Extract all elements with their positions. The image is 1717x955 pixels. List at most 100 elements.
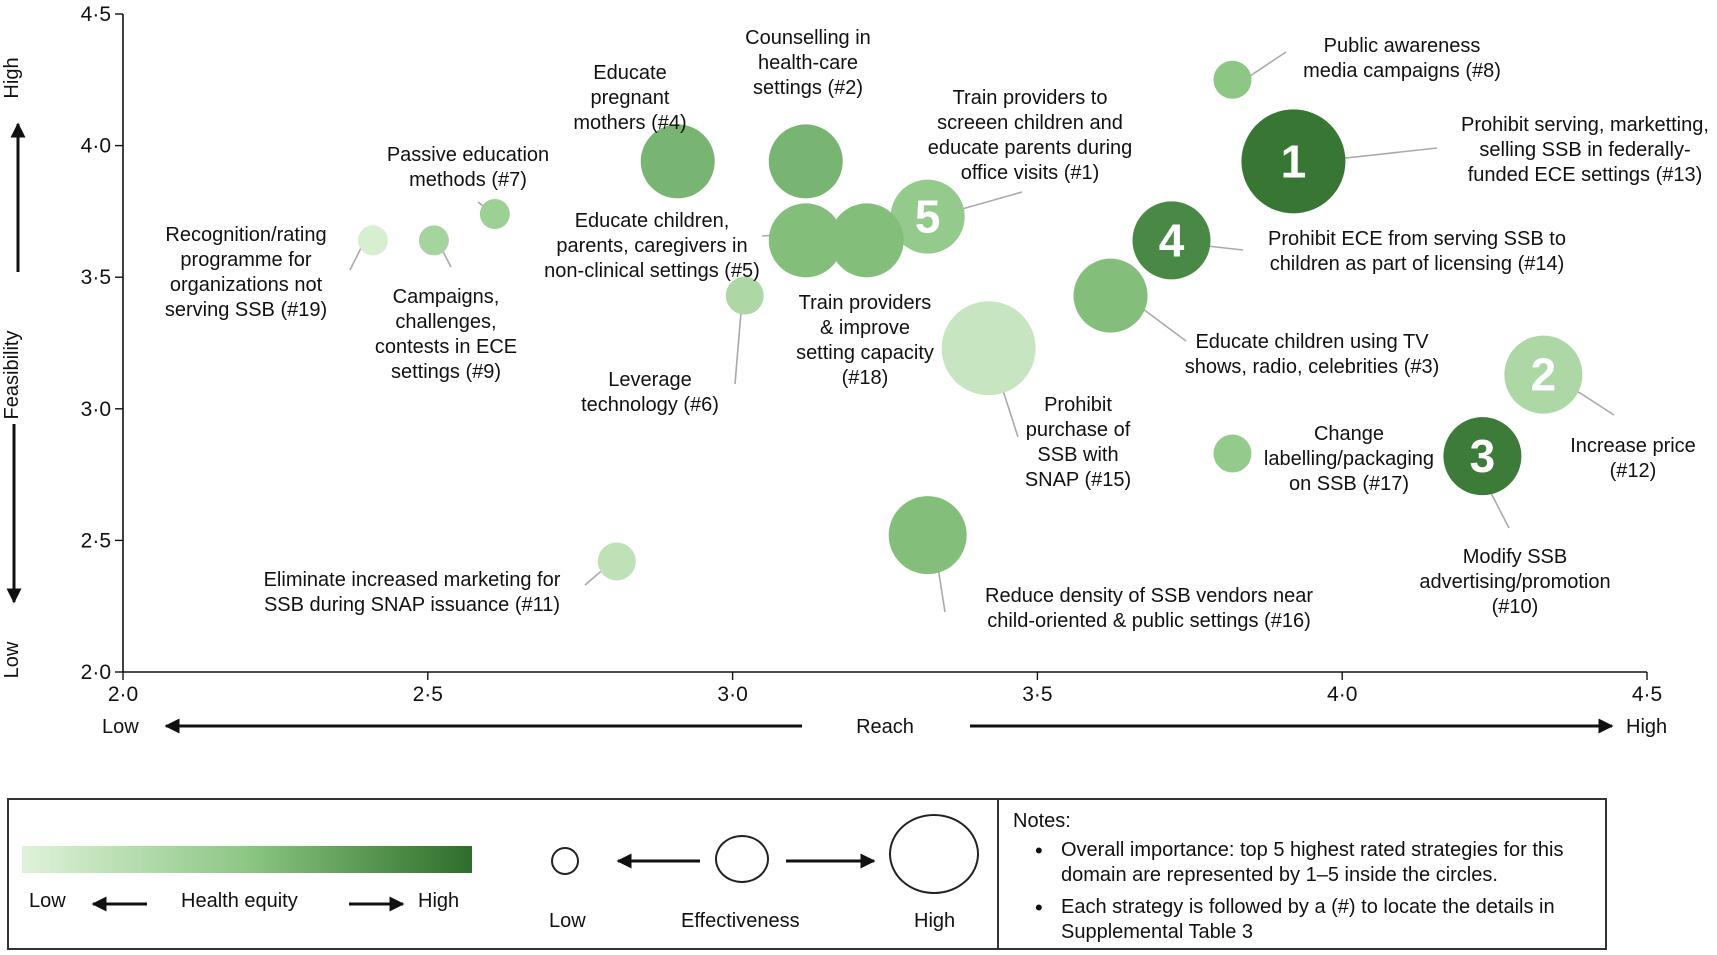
rank-number: 1	[1281, 135, 1307, 187]
point-label: Train providers to	[953, 87, 1108, 109]
point-label: labelling/packaging	[1264, 448, 1434, 470]
legend-box: Low Health equity High Low Effectiveness…	[7, 798, 1607, 950]
point-label: Train providers	[799, 292, 932, 314]
point-label: selling SSB in federally-	[1479, 139, 1690, 161]
point-label: settings (#9)	[391, 361, 501, 383]
bubble-strategy-4	[640, 124, 715, 199]
notes-title: Notes:	[1013, 810, 1071, 832]
y-tick-label: 4·5	[81, 3, 111, 26]
bubble-strategy-5	[768, 203, 843, 278]
effectiveness-mid-circle	[715, 835, 769, 883]
point-label: screeen children and	[937, 112, 1123, 134]
point-label: Educate children,	[575, 210, 730, 232]
bubble-strategy-17	[1213, 434, 1252, 473]
point-label: Reduce density of SSB vendors near	[985, 585, 1313, 607]
bubble-strategy-9	[418, 225, 449, 256]
x-tick-label: 3·5	[1022, 683, 1052, 706]
point-label: Change	[1314, 423, 1384, 445]
rank-number: 4	[1159, 214, 1185, 266]
point-label: Educate children using TV	[1195, 331, 1429, 353]
x-tick-label: 4·0	[1327, 683, 1357, 706]
point-label: settings (#2)	[753, 77, 863, 99]
point-label: child-oriented & public settings (#16)	[987, 610, 1311, 632]
bubble-strategy-6	[725, 276, 764, 315]
y-tick-label: 2·0	[81, 661, 111, 684]
bubble-strategy-15	[941, 301, 1036, 396]
point-label: serving SSB (#19)	[165, 299, 327, 321]
point-label: funded ECE settings (#13)	[1468, 164, 1703, 186]
point-label: mothers (#4)	[573, 112, 686, 134]
point-label: methods (#7)	[409, 169, 527, 191]
legend-divider	[997, 800, 999, 948]
bubble-strategy-1	[890, 179, 965, 254]
arrow-left-icon	[91, 896, 147, 912]
y-tick-label: 3·0	[81, 398, 111, 421]
point-label: Educate	[593, 62, 666, 84]
point-label: Public awareness	[1324, 35, 1481, 57]
point-label: programme for	[180, 249, 311, 271]
point-label: Counselling in	[745, 27, 871, 49]
point-label: advertising/promotion	[1419, 571, 1610, 593]
rank-number: 3	[1470, 430, 1496, 482]
point-label: Eliminate increased marketing for	[264, 569, 561, 591]
point-label: Recognition/rating	[165, 224, 326, 246]
y-axis-title: Feasibility	[1, 331, 23, 420]
point-label: (#10)	[1492, 596, 1539, 618]
arrow-right-icon	[349, 896, 405, 912]
point-label: non-clinical settings (#5)	[544, 260, 760, 282]
point-label: (#12)	[1610, 460, 1657, 482]
point-label: children as part of licensing (#14)	[1270, 253, 1565, 275]
health-equity-low-label: Low	[29, 890, 66, 912]
bubble-strategy-12	[1504, 335, 1583, 414]
point-label: Passive education	[387, 144, 549, 166]
point-label: technology (#6)	[581, 394, 719, 416]
point-label: office visits (#1)	[961, 162, 1100, 184]
x-tick-label: 2·5	[413, 683, 443, 706]
point-label: Prohibit serving, marketting,	[1461, 114, 1709, 136]
y-tick-label: 4·0	[81, 135, 111, 158]
note-item: Overall importance: top 5 highest rated …	[1033, 838, 1593, 888]
point-label: Prohibit	[1044, 394, 1112, 416]
health-equity-title: Health equity	[181, 890, 298, 912]
effectiveness-high-circle	[889, 814, 979, 894]
notes-list: Overall importance: top 5 highest rated …	[1033, 838, 1593, 952]
bubble-strategy-14	[1132, 201, 1211, 280]
arrow-left-icon	[616, 853, 700, 869]
health-equity-gradient-bar	[22, 846, 472, 873]
arrow-right-icon	[786, 853, 876, 869]
effectiveness-low-circle	[551, 847, 579, 875]
point-label: & improve	[820, 317, 910, 339]
x-tick-label: 4·5	[1632, 683, 1662, 706]
x-axis-title: Reach	[856, 716, 914, 738]
note-item: Each strategy is followed by a (#) to lo…	[1033, 895, 1593, 945]
bubble-strategy-11	[597, 542, 636, 581]
point-label: Prohibit ECE from serving SSB to	[1268, 228, 1566, 250]
bubble-strategy-7	[479, 199, 510, 230]
y-tick-label: 2·5	[81, 529, 111, 552]
point-label: contests in ECE	[375, 336, 517, 358]
point-label: educate parents during	[928, 137, 1133, 159]
rank-number: 2	[1531, 349, 1557, 401]
effectiveness-low-label: Low	[549, 910, 586, 932]
point-label: (#18)	[842, 367, 889, 389]
bubble-strategy-19	[357, 225, 388, 256]
bubble-strategy-10	[1443, 417, 1522, 496]
point-label: purchase of	[1026, 419, 1131, 441]
bubble-strategy-13	[1241, 109, 1346, 214]
bubble-strategy-3	[1073, 258, 1148, 333]
y-axis-high-label: High	[1, 57, 23, 98]
x-tick-label: 3·0	[717, 683, 747, 706]
bubble-strategy-16	[888, 496, 967, 575]
point-label: on SSB (#17)	[1289, 473, 1409, 495]
point-label: Campaigns,	[393, 286, 500, 308]
point-label: SNAP (#15)	[1025, 469, 1131, 491]
point-labels: Train providers to screeen children and ed…	[165, 27, 1709, 632]
point-label: SSB with	[1037, 444, 1118, 466]
point-label: setting capacity	[796, 342, 934, 364]
rank-number: 5	[915, 191, 941, 243]
point-label: SSB during SNAP issuance (#11)	[264, 594, 560, 616]
x-axis-low-label: Low	[102, 716, 139, 738]
point-label: organizations not	[170, 274, 323, 296]
